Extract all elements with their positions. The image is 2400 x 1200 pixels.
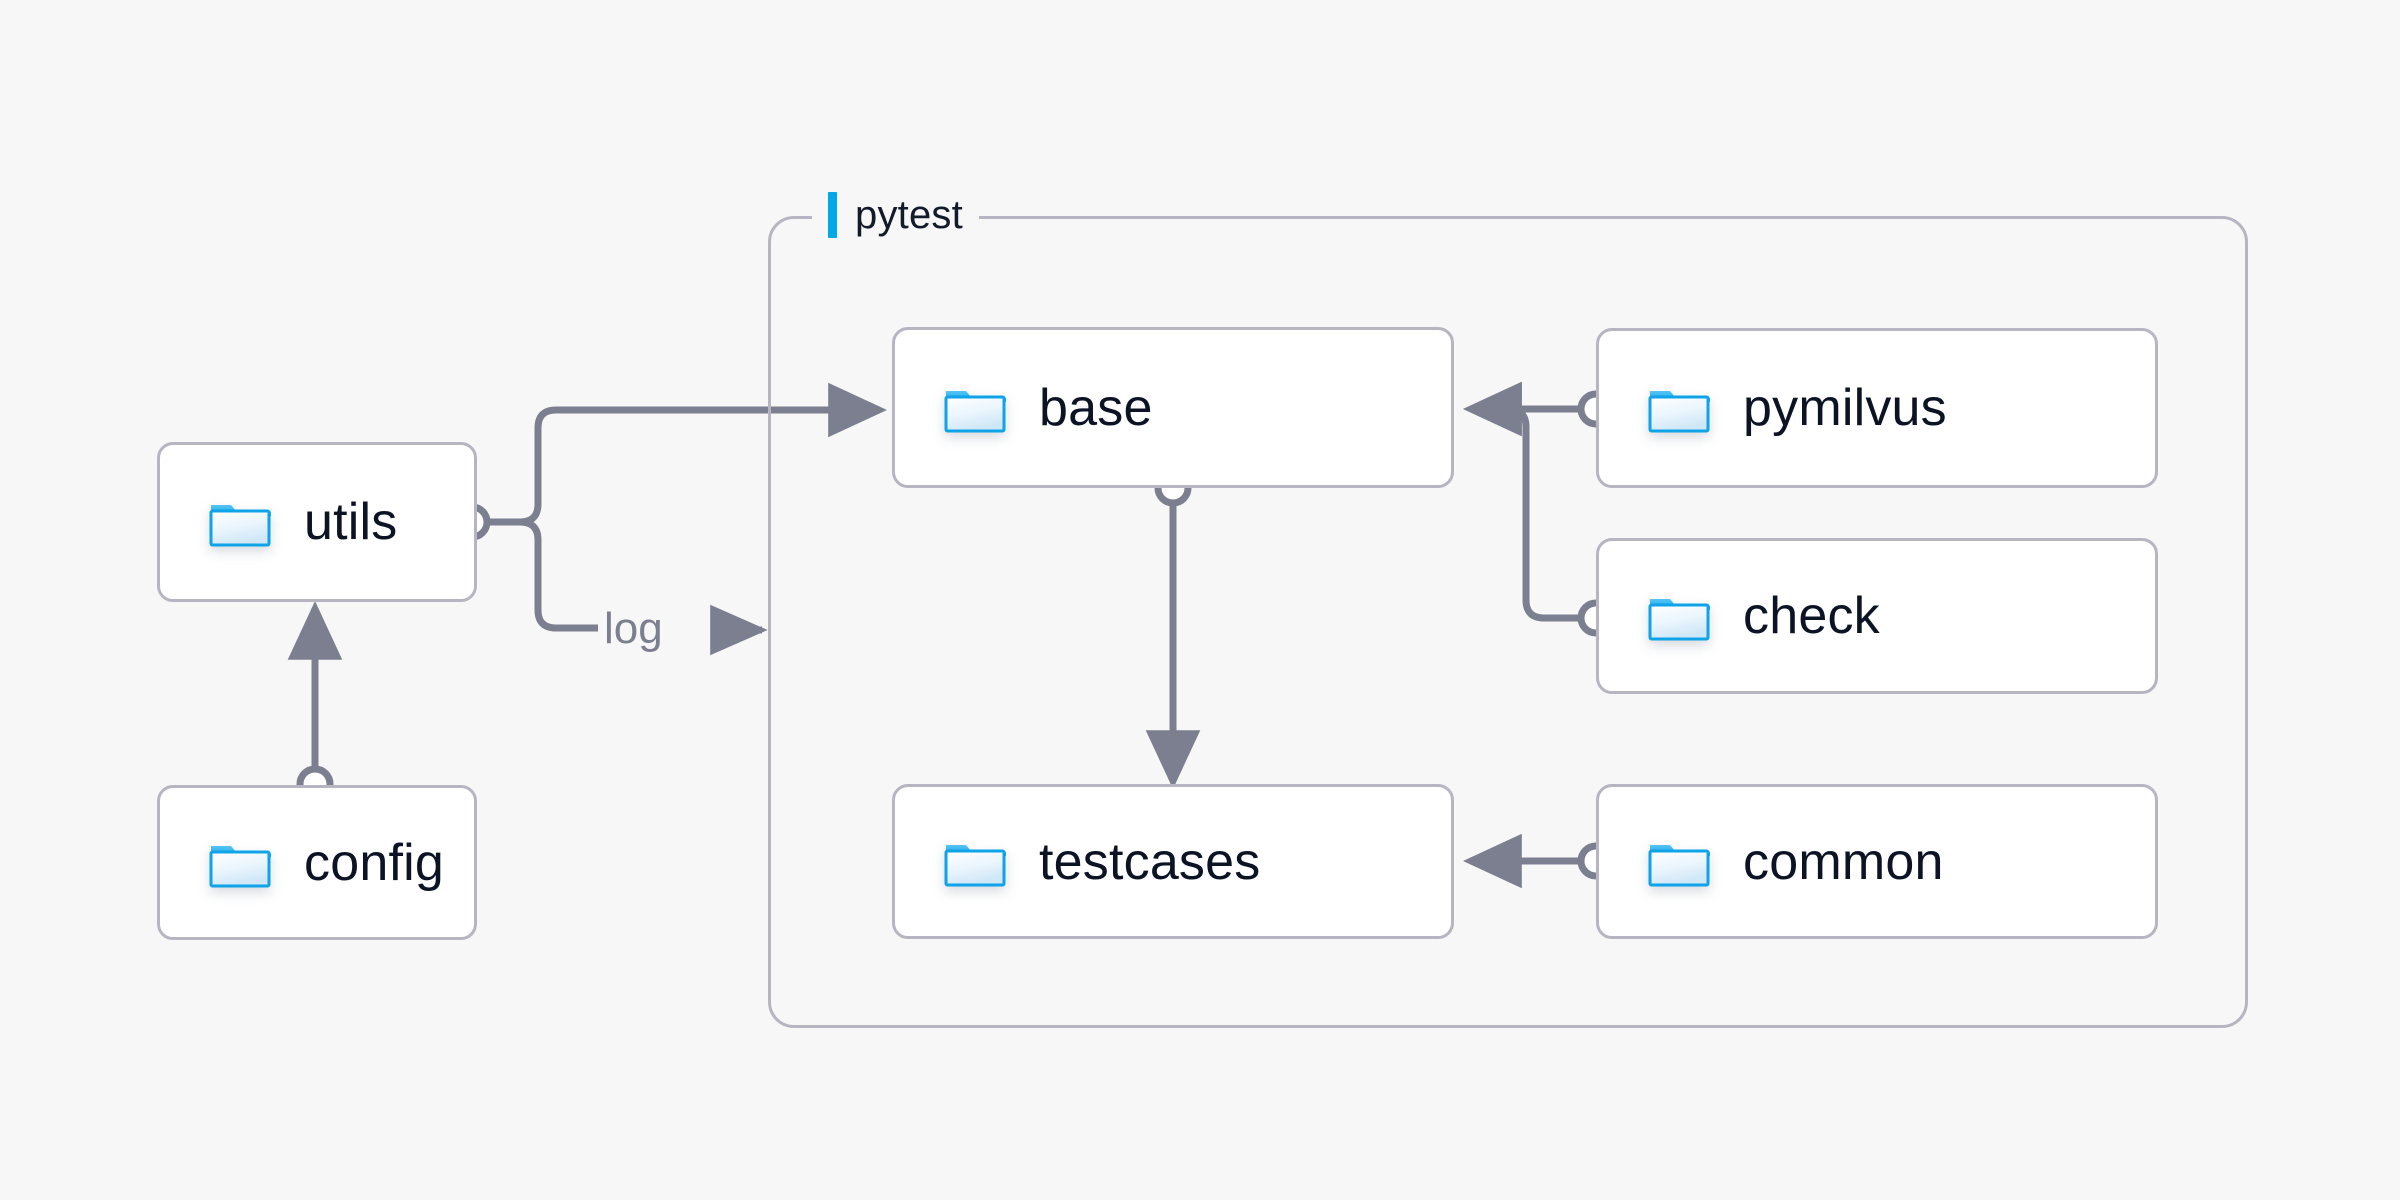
folder-icon (1648, 391, 1710, 433)
edge-utils-to-log (487, 518, 598, 632)
node-label: testcases (1039, 832, 1261, 891)
accent-bar-icon (828, 192, 837, 238)
node-testcases[interactable]: testcases (892, 784, 1454, 939)
folder-icon (209, 845, 271, 887)
folder-icon (209, 505, 271, 547)
node-label: base (1039, 378, 1153, 437)
node-label: pymilvus (1743, 379, 1947, 437)
pytest-group-title: pytest (855, 192, 963, 237)
node-label: common (1743, 832, 1944, 891)
node-utils[interactable]: utils (157, 442, 477, 602)
node-label: config (304, 833, 444, 892)
folder-icon (1648, 599, 1710, 641)
folder-icon (944, 844, 1006, 886)
node-pymilvus[interactable]: pymilvus (1596, 328, 2158, 488)
node-base[interactable]: base (892, 327, 1454, 488)
node-label: utils (304, 493, 398, 551)
node-label: check (1743, 587, 1880, 645)
edge-label-log: log (604, 604, 663, 653)
node-check[interactable]: check (1596, 538, 2158, 694)
folder-icon (944, 390, 1006, 432)
pytest-group-container (768, 216, 2248, 1028)
folder-icon (1648, 844, 1710, 886)
pytest-group-label: pytest (812, 186, 979, 244)
node-config[interactable]: config (157, 785, 477, 940)
node-common[interactable]: common (1596, 784, 2158, 939)
